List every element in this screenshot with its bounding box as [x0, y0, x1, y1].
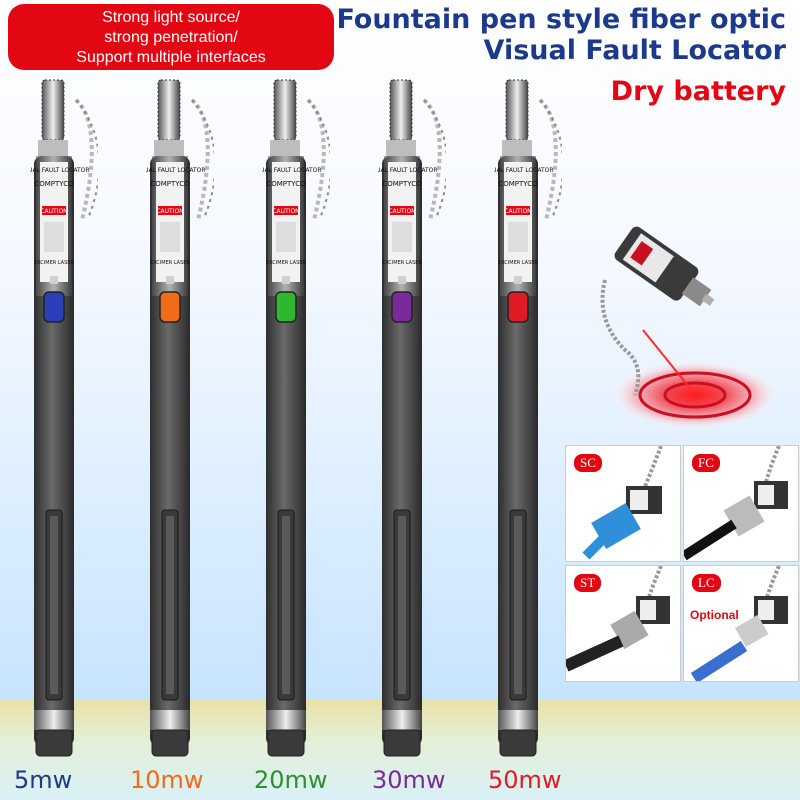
- badge-line-2: strong penetration/: [104, 29, 238, 46]
- svg-text:VISUAL FAULT LOCATOR: VISUAL FAULT LOCATOR: [146, 167, 206, 174]
- power-label-10mw: 10mw: [130, 766, 204, 794]
- power-label-30mw: 30mw: [372, 766, 446, 794]
- svg-text:VISUAL FAULT LOCATOR: VISUAL FAULT LOCATOR: [494, 167, 554, 174]
- svg-text:COMPTYCO: COMPTYCO: [382, 180, 422, 188]
- connector-tag: ST: [574, 574, 602, 592]
- svg-text:EXCIMER LASER: EXCIMER LASER: [498, 260, 538, 266]
- pen-5mw: VISUAL FAULT LOCATOR COMPTYCO CAUTION EX…: [30, 60, 98, 760]
- connector-note: Optional: [690, 608, 739, 622]
- pen-50mw: VISUAL FAULT LOCATOR COMPTYCO CAUTION EX…: [494, 60, 562, 760]
- power-label-50mw: 50mw: [488, 766, 562, 794]
- svg-text:CAUTION: CAUTION: [272, 208, 299, 215]
- pen-10mw: VISUAL FAULT LOCATOR COMPTYCO CAUTION EX…: [146, 60, 214, 760]
- svg-text:COMPTYCO: COMPTYCO: [34, 180, 74, 188]
- badge-line-1: Strong light source/: [102, 9, 240, 26]
- connector-tile-lc: LC Optional: [683, 565, 799, 682]
- svg-text:COMPTYCO: COMPTYCO: [266, 180, 306, 188]
- pen-20mw: VISUAL FAULT LOCATOR COMPTYCO CAUTION EX…: [262, 60, 330, 760]
- pen-30mw: VISUAL FAULT LOCATOR COMPTYCO CAUTION EX…: [378, 60, 446, 760]
- svg-text:EXCIMER LASER: EXCIMER LASER: [382, 260, 422, 266]
- badge-line-3: Support multiple interfaces: [76, 49, 266, 66]
- svg-text:VISUAL FAULT LOCATOR: VISUAL FAULT LOCATOR: [262, 167, 322, 174]
- connector-tag: LC: [692, 574, 721, 592]
- connector-tag: FC: [692, 454, 720, 472]
- feature-badge: Strong light source/ strong penetration/…: [8, 4, 334, 70]
- svg-text:EXCIMER LASER: EXCIMER LASER: [150, 260, 190, 266]
- connector-tile-sc: SC: [565, 445, 681, 562]
- title-line-2: Visual Fault Locator: [483, 35, 786, 66]
- svg-text:EXCIMER LASER: EXCIMER LASER: [34, 260, 74, 266]
- svg-text:COMPTYCO: COMPTYCO: [150, 180, 190, 188]
- product-title: Fountain pen style fiber optic Visual Fa…: [336, 4, 786, 66]
- svg-text:EXCIMER LASER: EXCIMER LASER: [266, 260, 306, 266]
- svg-text:VISUAL FAULT LOCATOR: VISUAL FAULT LOCATOR: [30, 167, 90, 174]
- svg-text:CAUTION: CAUTION: [504, 208, 531, 215]
- battery-subtitle: Dry battery: [610, 76, 786, 107]
- connector-tile-st: ST: [565, 565, 681, 682]
- connector-tile-fc: FC: [683, 445, 799, 562]
- connector-tag: SC: [574, 454, 602, 472]
- power-label-20mw: 20mw: [254, 766, 328, 794]
- power-label-5mw: 5mw: [14, 766, 73, 794]
- title-line-1: Fountain pen style fiber optic: [336, 4, 786, 35]
- laser-demo-image: [565, 220, 790, 430]
- svg-text:CAUTION: CAUTION: [40, 208, 67, 215]
- svg-text:VISUAL FAULT LOCATOR: VISUAL FAULT LOCATOR: [378, 167, 438, 174]
- svg-text:COMPTYCO: COMPTYCO: [498, 180, 538, 188]
- svg-text:CAUTION: CAUTION: [388, 208, 415, 215]
- svg-text:CAUTION: CAUTION: [156, 208, 183, 215]
